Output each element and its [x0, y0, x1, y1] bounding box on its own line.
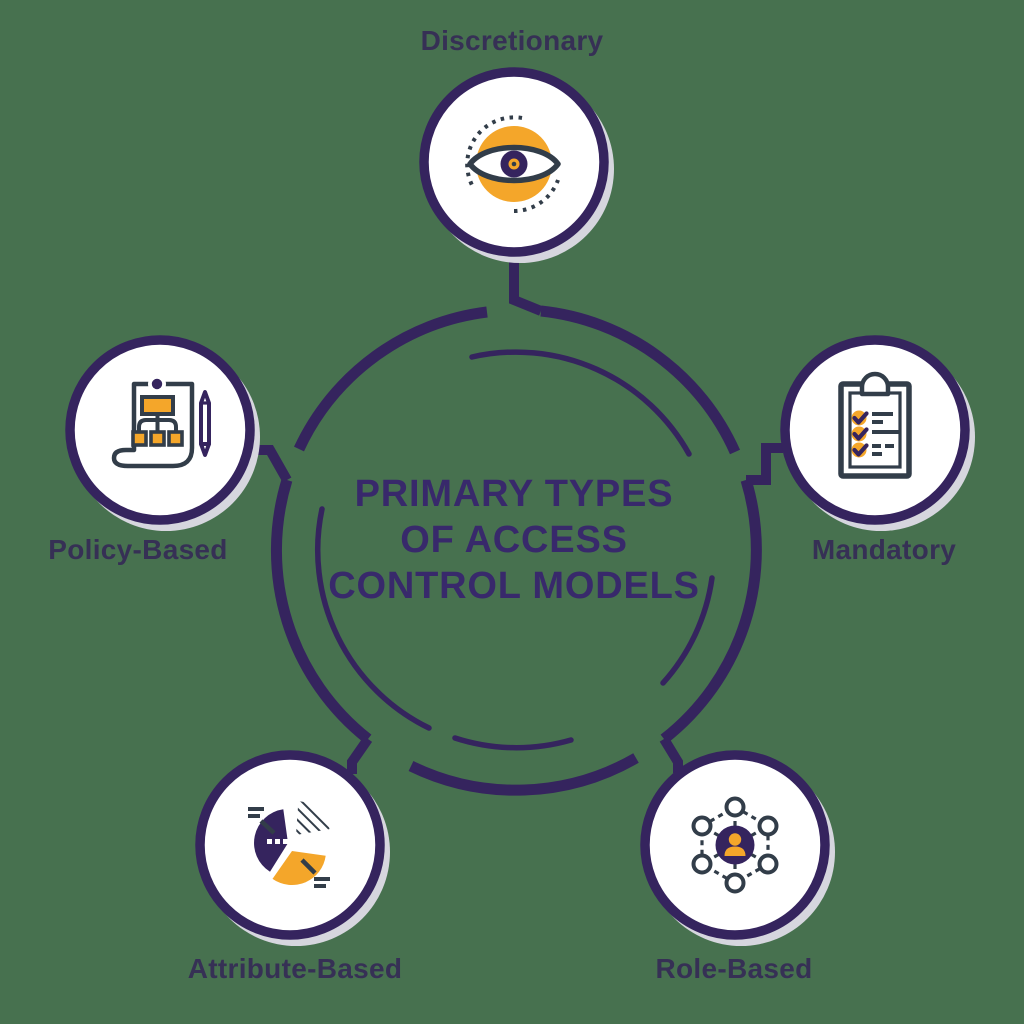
- node-mandatory: [780, 335, 975, 531]
- orgchart-child-box: [149, 430, 166, 447]
- check-mark: [852, 411, 869, 425]
- user-network-icon: [691, 796, 779, 894]
- orgchart-top-dot: [151, 378, 163, 390]
- connector-right: [746, 443, 783, 485]
- callout-tick: [259, 819, 276, 835]
- central-ring: [270, 305, 762, 796]
- orgchart-root-box: [140, 395, 175, 416]
- label-role-based: Role-Based: [655, 953, 812, 984]
- inner-swirl-arc-right: [660, 575, 715, 686]
- title-line-3: CONTROL MODELS: [328, 565, 700, 607]
- pie-slice-hatched: [296, 801, 330, 835]
- flowchart-scroll-icon: [111, 375, 211, 469]
- label-attribute-based: Attribute-Based: [188, 953, 403, 984]
- node-role-based: [640, 750, 835, 946]
- center-title: PRIMARY TYPES OF ACCESS CONTROL MODELS: [328, 473, 700, 607]
- pie-dot: [267, 839, 272, 844]
- network-node: [757, 853, 779, 875]
- callout-tick: [300, 858, 317, 875]
- user-shoulders: [724, 846, 746, 856]
- orgchart-child-box: [131, 430, 148, 447]
- pie-dot: [283, 839, 288, 844]
- eye-icon: [465, 115, 561, 213]
- user-head: [728, 833, 742, 846]
- ring-arc-left: [270, 478, 372, 744]
- pencil-lead: [203, 449, 207, 455]
- network-node: [691, 815, 713, 837]
- node-attribute-based: [195, 750, 390, 946]
- pie-dot: [275, 839, 280, 844]
- network-node: [724, 796, 746, 818]
- label-policy-based: Policy-Based: [48, 534, 227, 565]
- ring-arc-top: [540, 305, 741, 455]
- checklist-clipboard-icon: [838, 371, 912, 479]
- label-mandatory: Mandatory: [812, 534, 956, 565]
- ring-arc-right: [660, 478, 762, 744]
- node-policy-based: [65, 335, 260, 531]
- pie-chart-icon: [248, 801, 330, 888]
- title-line-2: OF ACCESS: [400, 519, 627, 561]
- ring-arc-bottom: [408, 753, 639, 796]
- check-mark: [852, 427, 869, 441]
- label-discretionary: Discretionary: [421, 25, 604, 56]
- orgchart-child-box: [167, 430, 184, 447]
- pencil-body: [199, 390, 211, 446]
- check-mark: [852, 443, 869, 457]
- network-node: [724, 872, 746, 894]
- network-node: [691, 853, 713, 875]
- eye-dotted-arc-bottom: [513, 179, 560, 213]
- connector-bottom-left: [347, 736, 373, 774]
- connector-bottom-right: [659, 736, 683, 773]
- inner-swirl-arc-left: [315, 506, 432, 731]
- eye-pupil-dot: [511, 161, 517, 167]
- node-circle: [195, 750, 385, 940]
- ring-arc-top-left: [294, 306, 488, 452]
- network-node: [757, 815, 779, 837]
- title-line-1: PRIMARY TYPES: [355, 473, 674, 515]
- eye-dotted-arc-top: [465, 115, 523, 188]
- inner-swirl-arc-top: [469, 349, 692, 457]
- connector-top: [509, 252, 543, 316]
- pie-slice-yellow: [272, 851, 326, 886]
- inner-swirl-arc-bottom: [452, 735, 574, 751]
- clipboard-clip: [859, 371, 891, 397]
- node-discretionary: [419, 67, 614, 263]
